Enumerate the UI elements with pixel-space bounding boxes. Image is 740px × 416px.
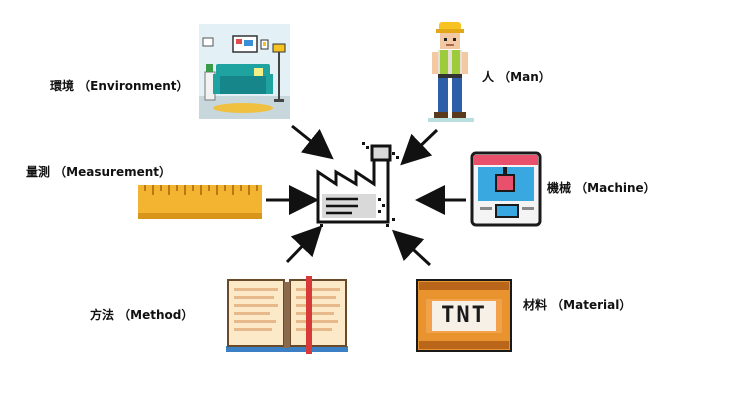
worker-icon [428,22,474,122]
material-label: 材料 （Material） [523,298,632,312]
measurement-label: 量測 （Measurement） [26,165,172,179]
arrow-environment [291,124,334,160]
arrow-material [391,229,432,267]
ruler-icon [138,185,262,219]
factory-icon [316,142,399,227]
tnt-crate: TNT [416,279,512,352]
machine-label: 機械 （Machine） [547,181,656,195]
tnt-text: TNT [441,303,487,328]
method-label: 方法 （Method） [90,308,194,322]
book-icon [226,276,348,354]
living-room-icon [199,24,290,119]
man-label: 人 （Man） [482,70,551,84]
crate-icon [416,279,512,352]
machine-icon [470,151,542,227]
arrow-man [400,128,439,166]
arrow-method [285,225,323,264]
environment-label: 環境 （Environment） [50,79,189,93]
